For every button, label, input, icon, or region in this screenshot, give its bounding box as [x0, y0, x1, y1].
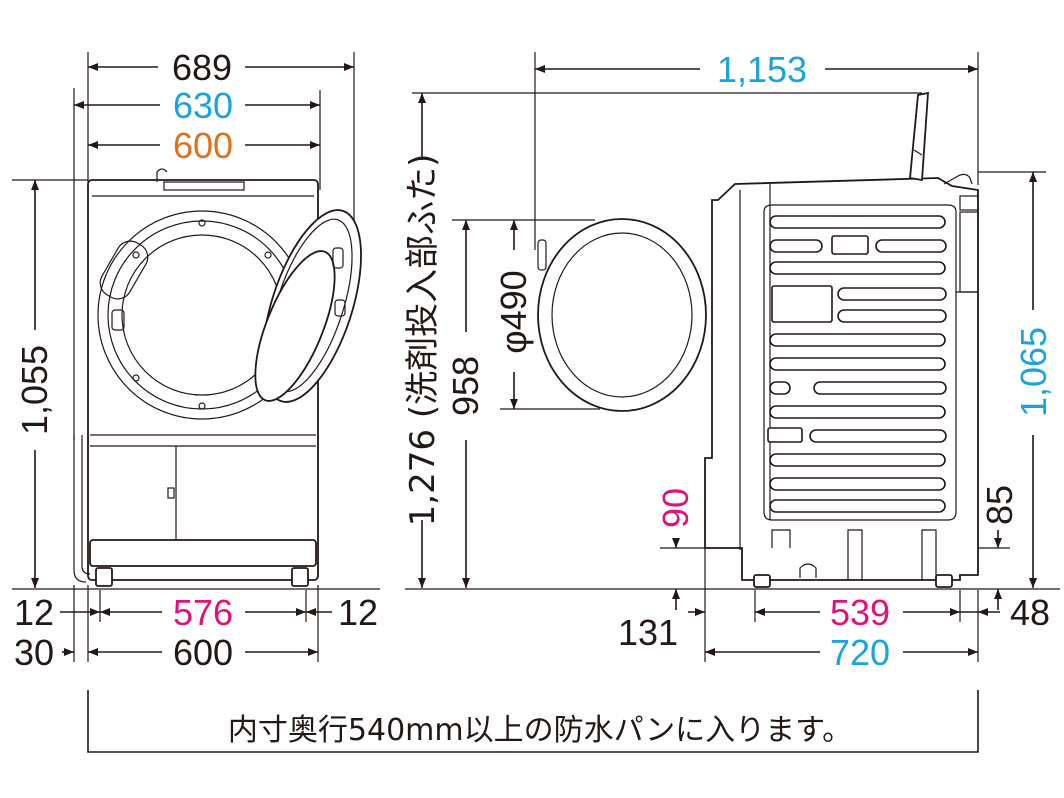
side-lid-height-label: 1,276 (洗剤投入部ふた): [403, 154, 443, 527]
side-clearance-left-label: 90: [655, 488, 696, 528]
front-side-left-label: 12: [14, 592, 54, 633]
front-height-label: 1,055: [14, 345, 55, 435]
side-lid-height-dim: [418, 93, 426, 588]
side-depth-body-label: 720: [830, 632, 890, 673]
front-open-door: [254, 209, 362, 403]
front-view: 689 630 600 1,055 576 12 12 30 600: [12, 47, 380, 673]
footnote-text: 内寸奥行540mm以上の防水パンに入ります。: [228, 713, 852, 748]
side-height-right-dim: [978, 171, 1046, 588]
front-height-dim: [12, 179, 88, 588]
front-side-right-label: 12: [338, 592, 378, 633]
side-view: 1,153 1,276 (洗剤投入部ふた) 958 φ490 1,065 90 …: [403, 49, 1060, 673]
side-door-height-label: 958: [445, 356, 486, 416]
side-bottom-dims: [688, 548, 1000, 662]
side-door: [537, 218, 707, 412]
side-foot-offset-label: 131: [618, 612, 678, 653]
side-door-diameter-dim: [500, 220, 600, 410]
side-depth-dims: [412, 52, 979, 250]
side-depth-inner-label: 539: [830, 592, 890, 633]
front-offset-left-label: 30: [14, 632, 54, 673]
front-bottom-dims: [12, 585, 380, 662]
footnote-bracket: 内寸奥行540mm以上の防水パンに入ります。: [87, 690, 979, 753]
side-clearance-right-label: 85: [979, 485, 1020, 525]
front-width-bottom-label: 600: [173, 632, 233, 673]
side-clearance-right-dim: [978, 530, 1010, 610]
front-width-body-label: 600: [173, 125, 233, 166]
side-back-offset-label: 48: [1010, 592, 1050, 633]
side-door-diameter-label: φ490: [493, 270, 534, 353]
front-width-dims: [73, 52, 355, 440]
side-clearance-left-dim: [660, 538, 705, 610]
side-machine-body: [704, 91, 979, 588]
front-inner-width-label: 576: [173, 592, 233, 633]
side-door-height-dim: [452, 219, 595, 588]
side-depth-overall-label: 1,153: [717, 49, 807, 90]
front-width-overall-label: 689: [172, 47, 232, 88]
side-height-right-label: 1,065: [1013, 327, 1054, 417]
front-width-door-open-label: 630: [173, 85, 233, 126]
front-machine-body: [73, 168, 319, 587]
